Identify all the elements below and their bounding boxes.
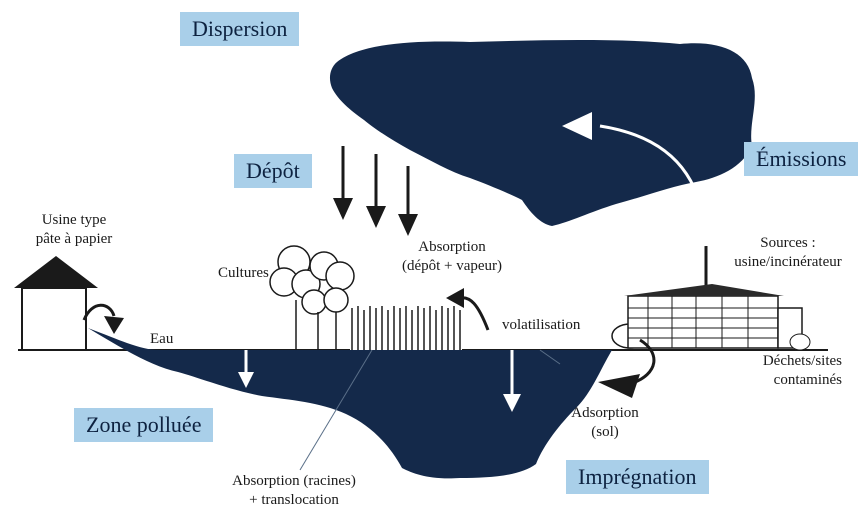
adsorption-label: Adsorption (sol) xyxy=(571,405,639,440)
leachate-arrowhead xyxy=(598,374,640,398)
deposition-arrows xyxy=(333,146,418,236)
volatilisation-label: volatilisation xyxy=(502,317,581,333)
emissions-box: Émissions xyxy=(744,142,859,176)
polluted-zone xyxy=(88,328,612,479)
crops xyxy=(269,245,462,350)
emission-arrow xyxy=(599,124,706,247)
effluent-arrow xyxy=(82,303,116,321)
volatilisation-arrow xyxy=(459,296,490,331)
cultures-label: Cultures xyxy=(218,265,269,281)
paper-mill-house xyxy=(14,256,98,351)
depot-box: Dépôt xyxy=(234,154,312,188)
volatilisation-arrowhead xyxy=(446,288,464,308)
usine-type-label: Usine type pâte à papier xyxy=(35,212,113,247)
factory-incinerator xyxy=(611,284,811,351)
effluent-arrowhead xyxy=(104,316,124,334)
absorption-racines-label: Absorption (racines) + translocation xyxy=(232,473,356,508)
pollution-cloud xyxy=(329,40,755,226)
zone-polluee-box: Zone polluée xyxy=(74,408,214,442)
eau-label: Eau xyxy=(150,331,174,347)
dispersion-box: Dispersion xyxy=(180,12,300,46)
dechets-label: Déchets/sites contaminés xyxy=(762,353,842,388)
leaching-arrows xyxy=(238,350,521,412)
emission-arrowhead xyxy=(562,112,592,140)
root-lines xyxy=(299,349,561,471)
sources-label: Sources : usine/incinérateur xyxy=(734,235,842,270)
absorption-vapeur-label: Absorption (dépôt + vapeur) xyxy=(401,239,503,274)
impregnation-box: Imprégnation xyxy=(566,460,709,494)
